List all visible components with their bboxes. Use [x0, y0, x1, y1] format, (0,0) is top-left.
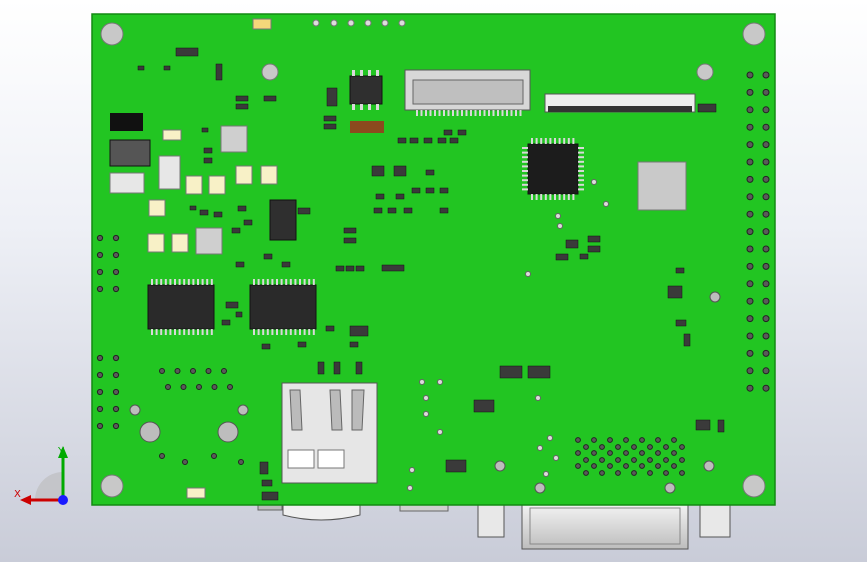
chip-pins [151, 70, 584, 335]
mounting-holes [100, 22, 766, 498]
ethernet-jack [281, 382, 378, 484]
connector-tab-left [477, 504, 505, 538]
x-axis-label: X [14, 489, 21, 500]
top-test-points [312, 19, 406, 27]
connector-tab-right [699, 504, 731, 538]
small-components [137, 47, 725, 501]
round-parts [129, 291, 721, 494]
y-axis-label: Y [57, 446, 65, 457]
ic-left-1 [147, 284, 215, 330]
z-axis-dot [58, 495, 68, 505]
module-square [637, 161, 687, 211]
db-connector [521, 504, 689, 550]
ic-left-2 [249, 284, 317, 330]
coordinate-triad: Y X [14, 446, 68, 505]
smd-pads [147, 129, 278, 499]
fpc-connectors [404, 69, 696, 113]
ic-chips [109, 18, 687, 330]
through-holes [96, 71, 770, 476]
soic-top [349, 75, 383, 105]
qfn-mcu [527, 143, 579, 195]
